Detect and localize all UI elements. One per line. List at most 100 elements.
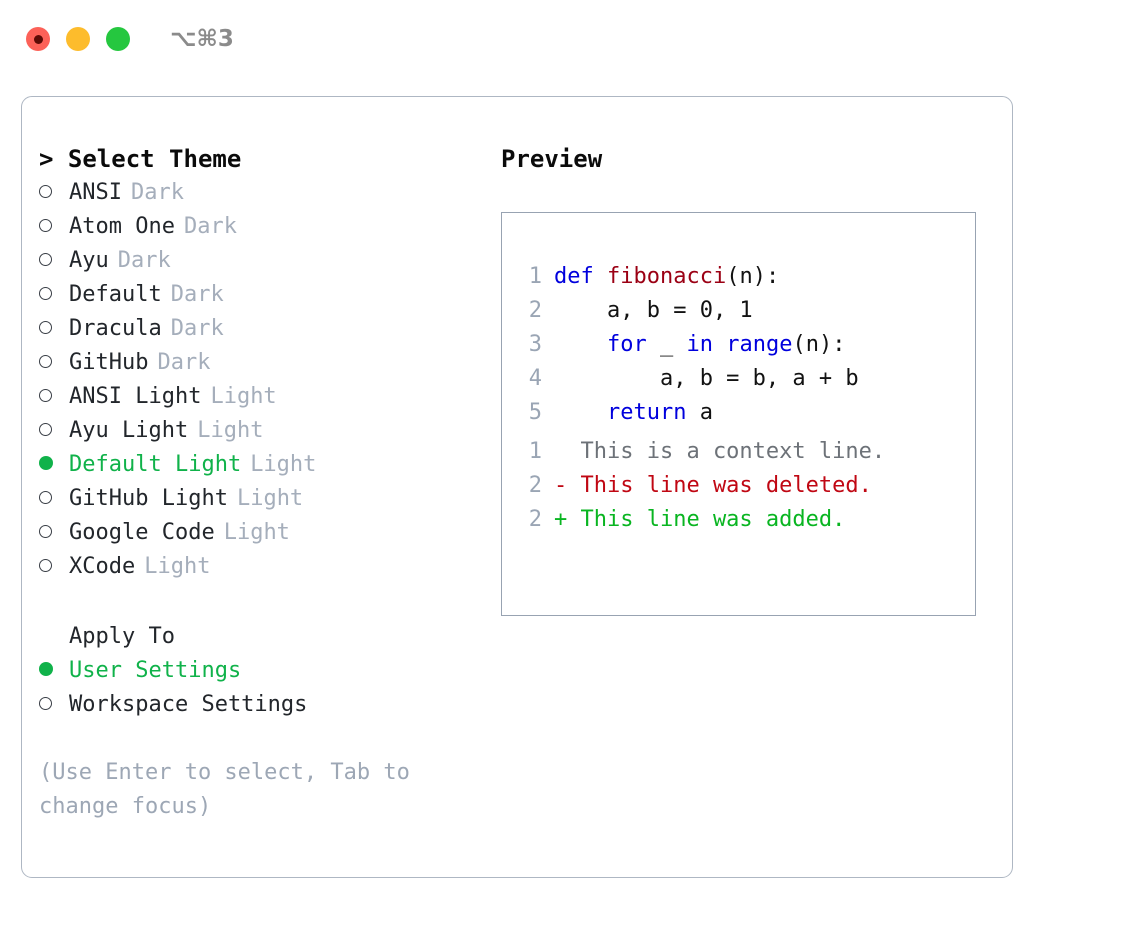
theme-option-category: Light — [223, 520, 290, 545]
line-number: 1 — [528, 264, 542, 289]
theme-option-label: Dracula — [69, 316, 162, 341]
code-line-text: def fibonacci(n): — [554, 260, 779, 294]
theme-option[interactable]: GitHub Light Light — [39, 482, 494, 516]
radio-unselected-icon[interactable] — [39, 346, 61, 380]
radio-selected-icon[interactable] — [39, 654, 61, 688]
theme-option-label: ANSI — [69, 180, 122, 205]
radio-unselected-icon[interactable] — [39, 688, 61, 722]
radio-unselected-icon[interactable] — [39, 312, 61, 346]
theme-option-label: ANSI Light — [69, 384, 202, 409]
theme-option-label: Default Light — [69, 452, 242, 477]
code-token: a, b = b, a + b — [554, 366, 859, 391]
radio-unselected-icon[interactable] — [39, 176, 61, 210]
radio-unselected-icon[interactable] — [39, 278, 61, 312]
radio-mark — [39, 253, 52, 266]
keyboard-hint-text: (Use Enter to select, Tab to change focu… — [39, 760, 424, 819]
theme-option-category: Light — [210, 384, 277, 409]
code-token: def — [554, 264, 607, 289]
code-line: 2 a, b = 0, 1 — [516, 294, 967, 328]
theme-option-label: XCode — [69, 554, 136, 579]
theme-option-label: GitHub — [69, 350, 149, 375]
diff-line-number: 2 — [528, 473, 542, 498]
theme-option-label: Google Code — [69, 520, 215, 545]
code-token: fibonacci — [606, 264, 727, 289]
code-token: range — [726, 332, 793, 357]
theme-option-category: Light — [197, 418, 264, 443]
theme-option-category: Dark — [157, 350, 211, 375]
diff-line-number: 1 — [528, 439, 542, 464]
theme-option[interactable]: GitHub Dark — [39, 346, 494, 380]
code-token — [554, 400, 607, 425]
minimize-button[interactable] — [66, 27, 90, 51]
radio-mark — [39, 219, 52, 232]
theme-option[interactable]: Default Dark — [39, 278, 494, 312]
theme-option[interactable]: Ayu Dark — [39, 244, 494, 278]
code-token: (n): — [792, 332, 846, 357]
diff-line: 2+ This line was added. — [516, 503, 967, 537]
radio-unselected-icon[interactable] — [39, 550, 61, 584]
radio-mark — [39, 355, 52, 368]
code-token — [554, 332, 607, 357]
code-token: in — [686, 332, 713, 357]
code-token: _ — [646, 332, 687, 357]
line-number: 4 — [528, 366, 542, 391]
window-controls — [26, 27, 130, 51]
radio-mark — [39, 321, 52, 334]
theme-option-category: Dark — [170, 282, 224, 307]
theme-option-category: Dark — [117, 248, 171, 273]
theme-option-category: Dark — [130, 180, 184, 205]
line-number: 3 — [528, 332, 542, 357]
theme-option-category: Light — [250, 452, 317, 477]
radio-mark — [39, 185, 52, 198]
radio-unselected-icon[interactable] — [39, 516, 61, 550]
theme-option-category: Dark — [170, 316, 224, 341]
diff-line-number: 2 — [528, 507, 542, 532]
keyboard-shortcut-label: ⌥⌘3 — [170, 25, 234, 52]
diff-line-text: - This line was deleted. — [554, 473, 872, 498]
radio-mark — [39, 491, 52, 504]
radio-mark — [39, 697, 52, 710]
apply-to-option-label: User Settings — [69, 658, 242, 683]
close-button[interactable] — [26, 27, 50, 51]
radio-mark — [39, 559, 52, 572]
theme-option[interactable]: Dracula Dark — [39, 312, 494, 346]
theme-option[interactable]: Google Code Light — [39, 516, 494, 550]
theme-option[interactable]: Default Light Light — [39, 448, 494, 482]
radio-unselected-icon[interactable] — [39, 482, 61, 516]
diff-line-text: This is a context line. — [554, 439, 886, 464]
apply-to-option[interactable]: User Settings — [39, 654, 494, 688]
code-line: 5 return a — [516, 396, 967, 430]
radio-mark — [39, 389, 52, 402]
radio-mark — [39, 525, 52, 538]
radio-selected-icon[interactable] — [39, 448, 61, 482]
theme-option[interactable]: ANSI Dark — [39, 176, 494, 210]
theme-option-label: Ayu — [69, 248, 109, 273]
radio-unselected-icon[interactable] — [39, 414, 61, 448]
code-line-text: a, b = 0, 1 — [554, 294, 753, 328]
radio-unselected-icon[interactable] — [39, 380, 61, 414]
code-line: 3 for _ in range(n): — [516, 328, 967, 362]
radio-unselected-icon[interactable] — [39, 210, 61, 244]
theme-option-label: Default — [69, 282, 162, 307]
line-number: 5 — [528, 400, 542, 425]
theme-option-label: Ayu Light — [69, 418, 189, 443]
preview-header: Preview — [501, 145, 603, 173]
apply-to-option[interactable]: Workspace Settings — [39, 688, 494, 722]
theme-option[interactable]: Ayu Light Light — [39, 414, 494, 448]
theme-option-label: GitHub Light — [69, 486, 228, 511]
theme-option[interactable]: XCode Light — [39, 550, 494, 584]
theme-option-category: Light — [236, 486, 304, 511]
theme-option[interactable]: ANSI Light Light — [39, 380, 494, 414]
maximize-button[interactable] — [106, 27, 130, 51]
code-token — [713, 332, 726, 357]
radio-unselected-icon[interactable] — [39, 244, 61, 278]
code-token: return — [606, 400, 687, 425]
theme-option-category: Light — [144, 554, 211, 579]
